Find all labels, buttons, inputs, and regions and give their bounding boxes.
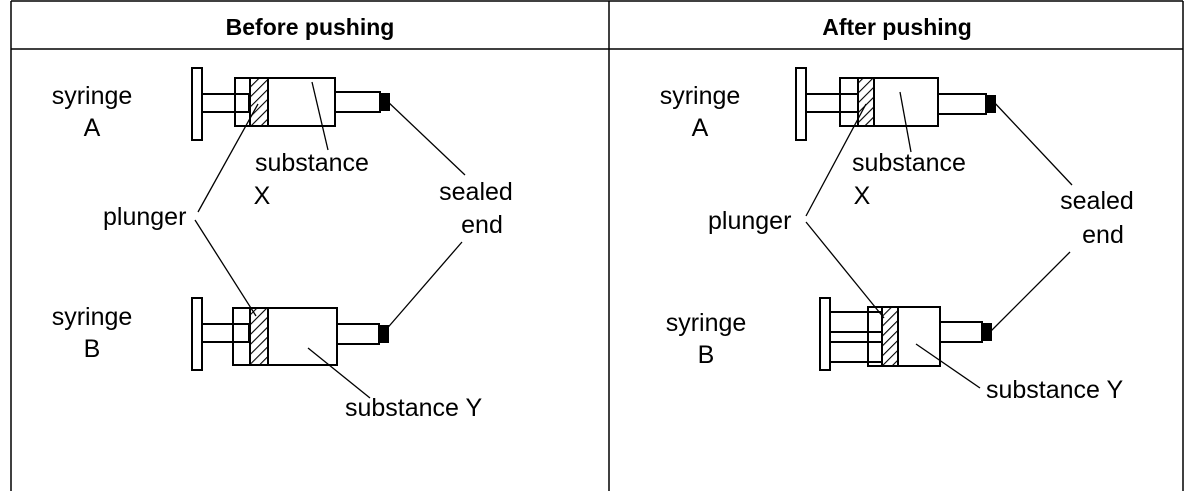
syringe-a-letter: A	[692, 114, 709, 142]
plunger-label: plunger	[708, 207, 791, 235]
syringe-b	[191, 297, 389, 371]
sealed-end-label-line1: sealed	[1060, 187, 1134, 215]
plunger-label: plunger	[103, 203, 186, 231]
substance-x-label: substance	[852, 149, 966, 177]
syringe-a	[795, 67, 996, 141]
leader-lines	[805, 91, 1073, 389]
leader-lines	[194, 81, 466, 399]
substance-y-label: substance Y	[345, 394, 482, 422]
sealed-end-label-line2: end	[461, 211, 503, 239]
plunger-rod-lower	[829, 341, 887, 363]
panel-after: syringe A substance X plunger sealed end…	[660, 67, 1134, 404]
nozzle	[937, 93, 987, 115]
plunger-rod	[201, 323, 250, 343]
syringe-b-letter: B	[698, 341, 715, 369]
syringe-b-label: syringe	[52, 303, 133, 331]
plunger-rod-upper	[829, 311, 887, 333]
sealed-end-label-line2: end	[1082, 221, 1124, 249]
plunger-handle	[819, 297, 831, 371]
nozzle	[334, 91, 381, 113]
plunger	[857, 77, 875, 127]
syringe-a-letter: A	[84, 114, 101, 142]
plunger	[249, 307, 269, 366]
syringe-b	[819, 297, 992, 371]
panel-before: syringe A substance X plunger sealed end…	[52, 67, 513, 422]
table-frame	[10, 0, 1184, 491]
plunger	[249, 77, 269, 127]
column-header-before: Before pushing	[226, 14, 395, 40]
plunger-handle	[191, 67, 203, 141]
plunger-rod	[805, 93, 859, 113]
sealed-end-label-line1: sealed	[439, 178, 513, 206]
plunger	[881, 306, 899, 367]
nozzle	[939, 321, 983, 343]
substance-y-label: substance Y	[986, 376, 1123, 404]
sealed-end	[378, 325, 389, 343]
sealed-end	[981, 323, 992, 341]
plunger-handle	[191, 297, 203, 371]
syringe-a-label: syringe	[660, 82, 741, 110]
sealed-end	[985, 95, 996, 113]
syringe-b-letter: B	[84, 335, 101, 363]
substance-x-letter: X	[254, 182, 271, 210]
substance-x-letter: X	[854, 182, 871, 210]
syringe-a-label: syringe	[52, 82, 133, 110]
nozzle	[336, 323, 380, 345]
syringe-b-label: syringe	[666, 309, 747, 337]
syringe-a	[191, 67, 390, 141]
column-header-after: After pushing	[822, 14, 972, 40]
plunger-handle	[795, 67, 807, 141]
substance-x-label: substance	[255, 149, 369, 177]
plunger-rod	[201, 93, 250, 113]
